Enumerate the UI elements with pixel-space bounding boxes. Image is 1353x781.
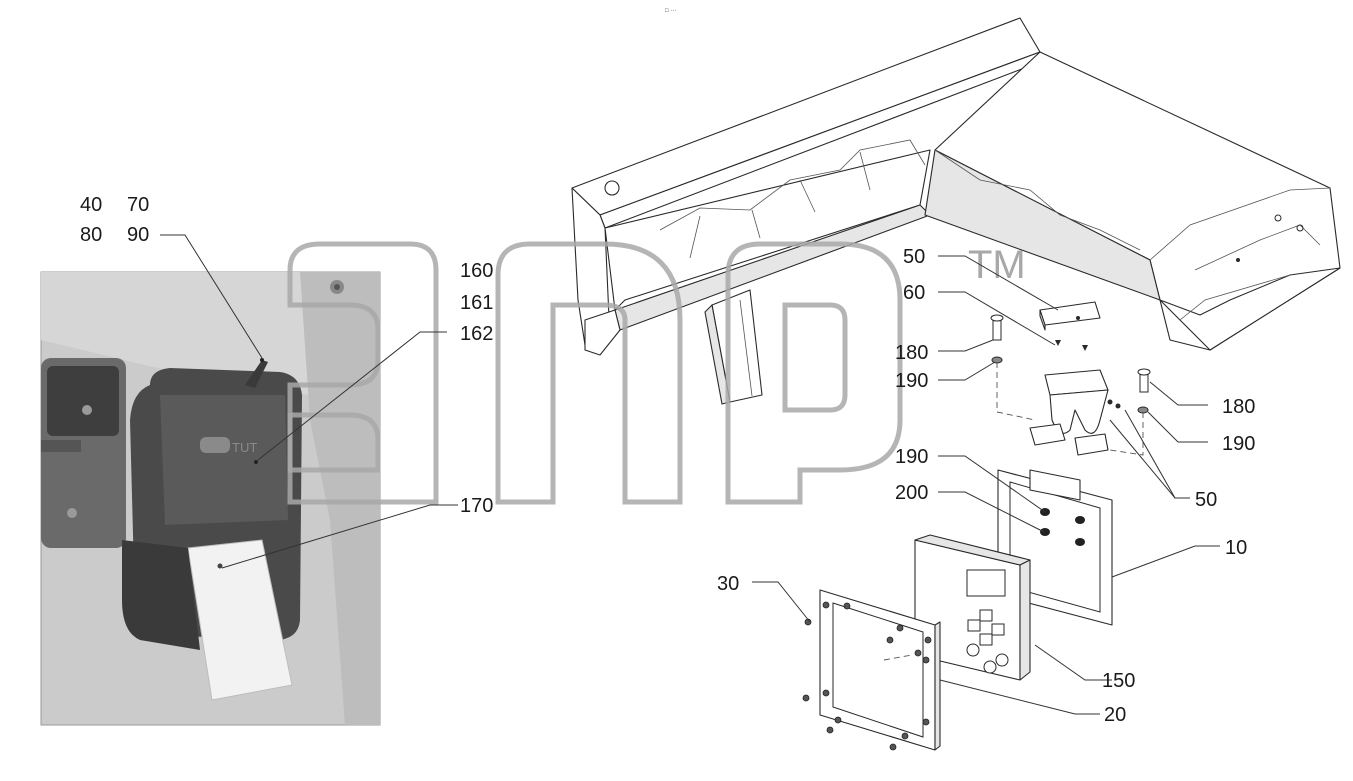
callout-160: 160 bbox=[460, 260, 493, 282]
callout-80: 80 bbox=[80, 224, 102, 246]
callout-50-right: 50 bbox=[1195, 489, 1217, 511]
callout-70: 70 bbox=[127, 194, 149, 216]
callout-10: 10 bbox=[1225, 537, 1247, 559]
callout-190-mid: 190 bbox=[895, 446, 928, 468]
callout-30: 30 bbox=[717, 573, 739, 595]
callout-190-left: 190 bbox=[895, 370, 928, 392]
callout-190-right: 190 bbox=[1222, 433, 1255, 455]
svg-text:TUT: TUT bbox=[232, 440, 257, 455]
callout-150: 150 bbox=[1102, 670, 1135, 692]
callout-180-left: 180 bbox=[895, 342, 928, 364]
callout-40: 40 bbox=[80, 194, 102, 216]
installation-photo: TUT bbox=[40, 271, 381, 726]
control-panel bbox=[914, 534, 1031, 681]
callout-180-right: 180 bbox=[1222, 396, 1255, 418]
watermark: TM bbox=[287, 241, 1026, 505]
callout-170: 170 bbox=[460, 495, 493, 517]
frame-assembly bbox=[571, 17, 1341, 405]
callout-90: 90 bbox=[127, 224, 149, 246]
mounting-bracket bbox=[990, 301, 1151, 456]
callout-161: 161 bbox=[460, 292, 493, 314]
callout-200: 200 bbox=[895, 482, 928, 504]
header-mark: □ ··· bbox=[665, 8, 676, 14]
leader-lines bbox=[160, 234, 1220, 715]
front-frame bbox=[802, 589, 941, 751]
callout-labels: 40 70 80 90 160 161 162 170 50 60 180 19… bbox=[80, 194, 1255, 726]
callout-162: 162 bbox=[460, 323, 493, 345]
watermark-tm: TM bbox=[968, 243, 1026, 287]
callout-20: 20 bbox=[1104, 704, 1126, 726]
callout-60: 60 bbox=[903, 282, 925, 304]
callout-50-top: 50 bbox=[903, 246, 925, 268]
